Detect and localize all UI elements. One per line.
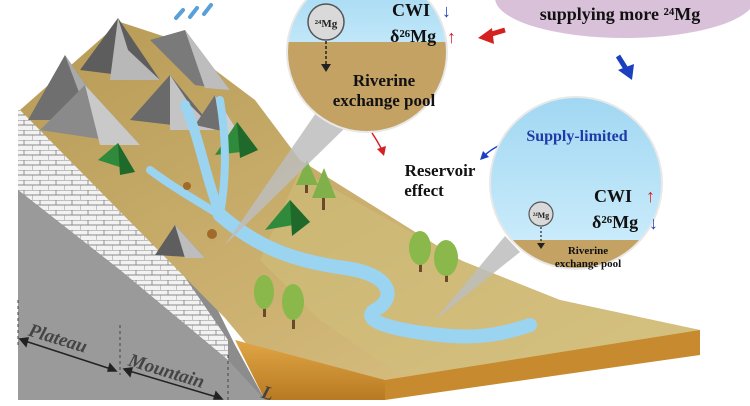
supply-callout-text: supplying more ²⁴Mg	[540, 4, 700, 24]
riverine-pool-bubble-top: ²⁴Mg CWI ↓ δ²⁶Mg ↑ Riverine exchange poo…	[286, 0, 456, 133]
supply-callout	[495, 0, 750, 38]
river	[146, 96, 537, 344]
mg-ion-icon	[528, 201, 554, 227]
pool-label-line2: exchange pool	[555, 258, 621, 270]
cwi-arrow: ↓	[442, 1, 451, 21]
cwi-label: CWI	[594, 186, 632, 206]
riverine-pool-bubble-right: Supply-limited ²⁴Mg CWI ↑ δ²⁶Mg ↓ Riveri…	[489, 96, 663, 270]
callout-pointer-right	[435, 236, 520, 320]
supply-limited-title: Supply-limited	[526, 128, 627, 145]
cwi-arrow: ↑	[646, 186, 655, 206]
delta-arrow: ↑	[447, 27, 456, 47]
callout-pointer-top	[225, 110, 345, 245]
delta-label: δ²⁶Mg	[390, 26, 436, 46]
zone-arrows	[18, 337, 224, 400]
reservoir-label-line1: Reservoir	[405, 161, 476, 180]
trees	[254, 160, 458, 329]
plateau-brick-layer	[18, 110, 228, 360]
mg-ion-icon	[307, 3, 345, 41]
arrow-red-left-icon	[478, 27, 506, 44]
ion-label: ²⁴Mg	[315, 18, 338, 30]
arrow-blue-down-icon	[615, 54, 634, 80]
sediment-dot	[183, 182, 191, 190]
pool-label-line2: exchange pool	[333, 91, 436, 110]
rain-icon	[174, 3, 213, 20]
sediment-dot	[207, 229, 217, 239]
ion-label: ²⁴Mg	[533, 211, 549, 220]
lowland-block-front	[235, 340, 385, 400]
delta-label: δ²⁶Mg	[592, 212, 638, 232]
reservoir-label-line2: effect	[404, 181, 444, 200]
arrow-red-small-icon	[371, 132, 386, 156]
delta-arrow: ↓	[649, 213, 658, 233]
zone-dividers	[17, 300, 229, 400]
cwi-label: CWI	[392, 0, 430, 20]
mountain-peaks	[28, 18, 240, 258]
pool-label-line1: Riverine	[353, 71, 416, 90]
rock-base	[18, 190, 265, 400]
lowland-block-side	[385, 330, 700, 400]
pool-label-line1: Riverine	[568, 245, 608, 257]
